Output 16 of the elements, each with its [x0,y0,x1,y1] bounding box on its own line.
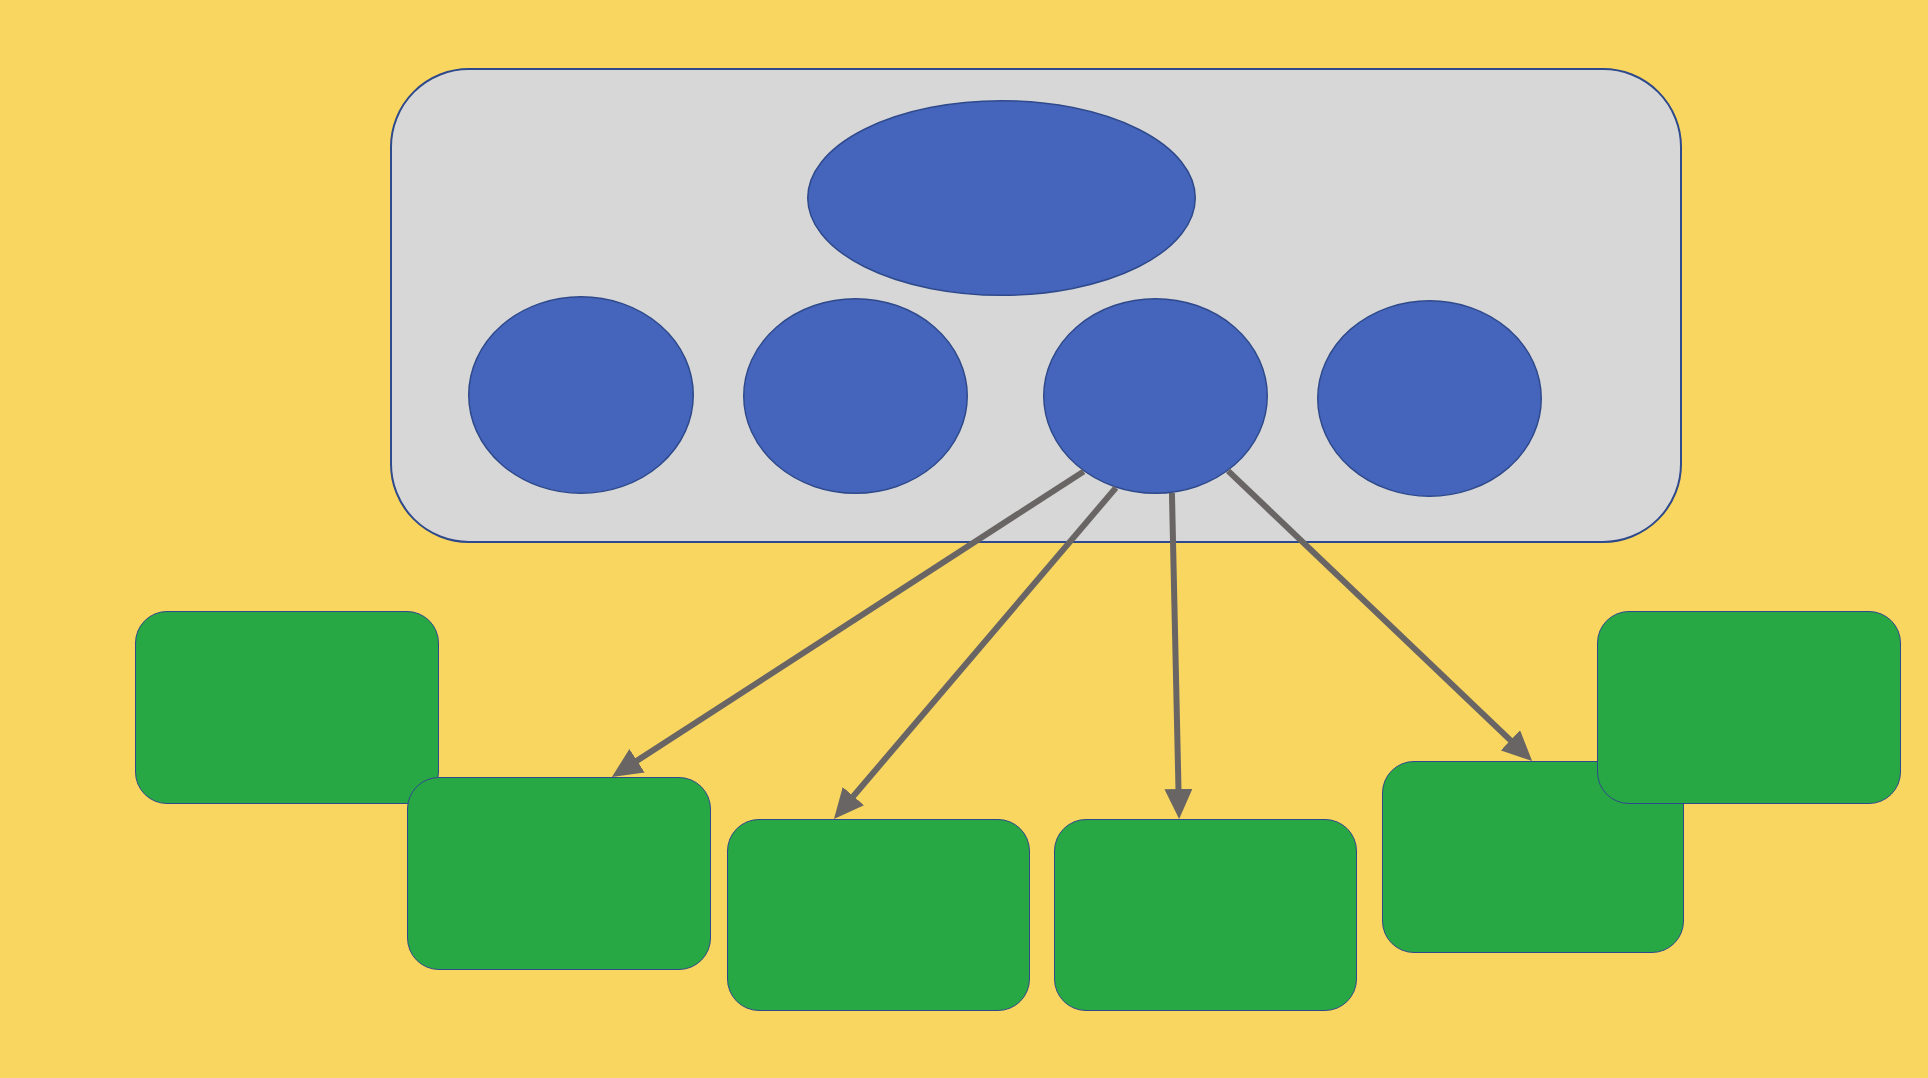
rounded-panel [390,68,1682,543]
rounded-rectangle [135,611,439,804]
ellipse [743,298,968,494]
rounded-rectangle [727,819,1030,1011]
arrow [1226,468,1533,761]
rounded-rectangle [407,777,711,970]
arrow [1164,492,1193,819]
ellipse [468,296,694,494]
rounded-rectangle [1597,611,1901,804]
ellipse [1317,300,1542,497]
rounded-rectangle [1382,761,1684,953]
ellipse [807,100,1196,296]
ellipse [1043,298,1268,494]
rounded-rectangle [1054,819,1357,1011]
arrow [833,485,1119,819]
arrow [611,468,1086,777]
